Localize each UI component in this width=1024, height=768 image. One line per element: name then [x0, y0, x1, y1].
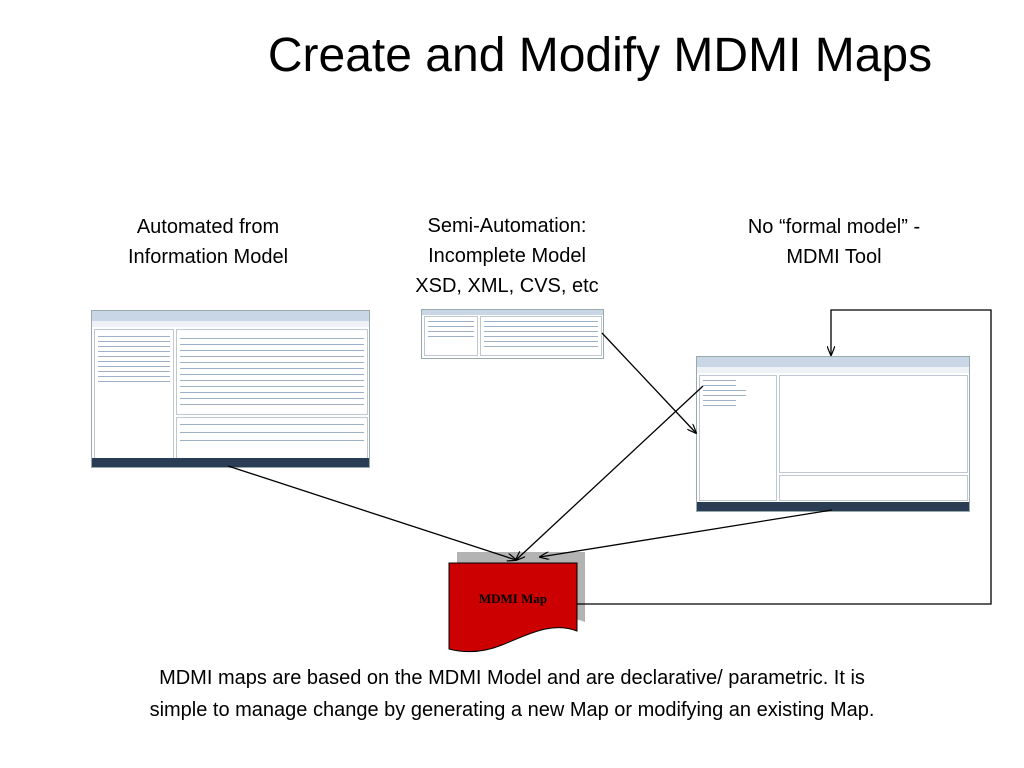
- label-tool-line1: No “formal model” -: [747, 216, 921, 238]
- arrow-automated-to-map: [227, 465, 516, 560]
- label-semi-automation: Semi-Automation: Incomplete Model XSD, X…: [387, 211, 627, 301]
- arrow-semi-to-map: [516, 385, 704, 560]
- mdmi-map-shape: [448, 562, 578, 653]
- label-automated-line1: Automated from: [136, 216, 280, 238]
- label-semi-line2: Incomplete Model: [428, 245, 586, 267]
- feedback-loop-connector: [577, 309, 992, 605]
- arrow-tool-to-map: [540, 509, 833, 557]
- screenshot-mdmi-tool: [696, 356, 970, 512]
- label-mdmi-tool: No “formal model” - MDMI Tool: [714, 212, 954, 272]
- screenshot-automated: [91, 310, 370, 468]
- footer-line1: MDMI maps are based on the MDMI Model an…: [159, 667, 865, 689]
- mdmi-map-label: MDMI Map: [479, 591, 547, 606]
- label-semi-line1: Semi-Automation:: [427, 215, 587, 237]
- label-tool-line2: MDMI Tool: [786, 246, 882, 268]
- arrow-semi-to-tool: [601, 332, 696, 433]
- screenshot-semi-automation: [421, 309, 604, 359]
- slide-title: Create and Modify MDMI Maps: [267, 29, 933, 82]
- label-semi-line3: XSD, XML, CVS, etc: [415, 275, 599, 297]
- footer-text: MDMI maps are based on the MDMI Model an…: [40, 662, 984, 726]
- label-automated-line2: Information Model: [127, 246, 289, 268]
- label-automated: Automated from Information Model: [88, 212, 328, 272]
- footer-line2: simple to manage change by generating a …: [149, 699, 875, 721]
